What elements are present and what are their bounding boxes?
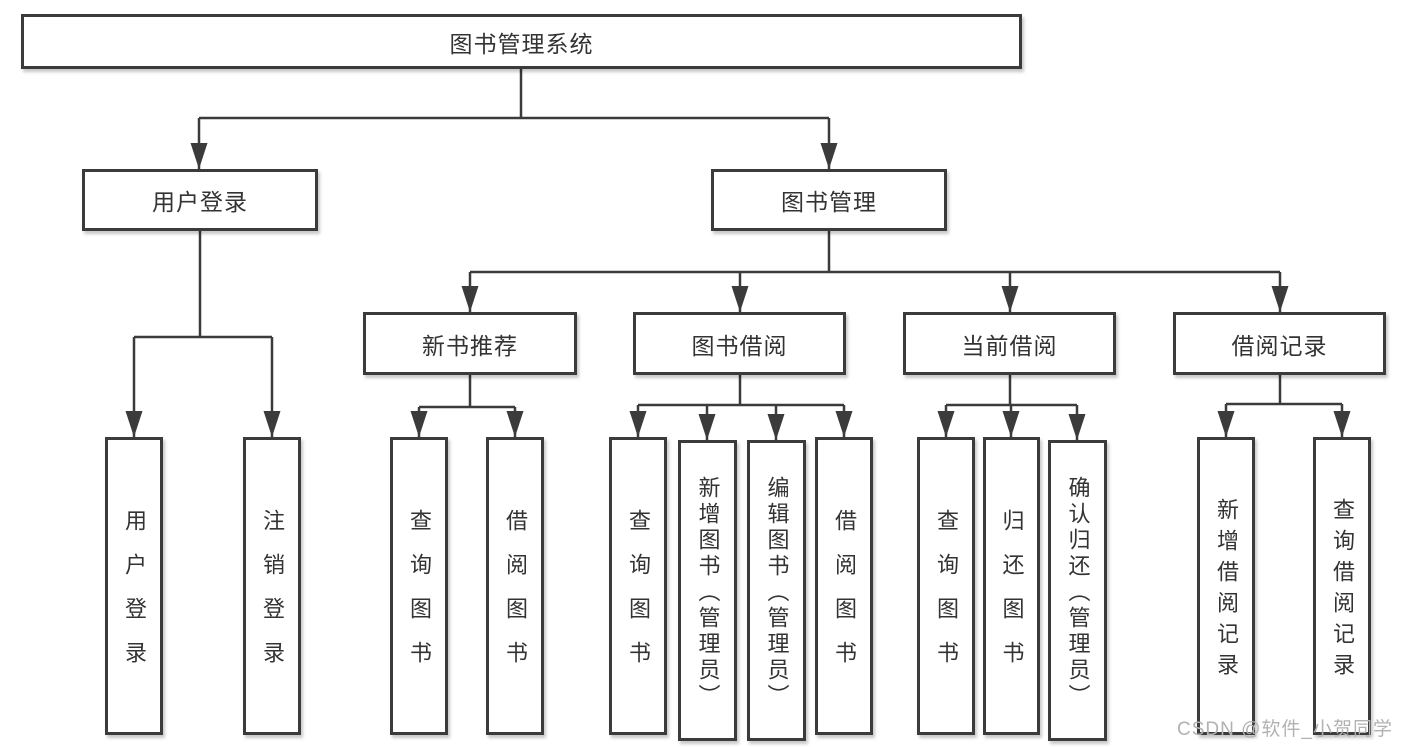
- leaf-query-books-recommend: 查询图书: [390, 437, 448, 735]
- node-user-login-label: 用户登录: [152, 189, 248, 215]
- leaf-borrow-books: 借阅图书: [815, 437, 873, 735]
- leaf-query-books-borrow-label: 查询图书: [626, 509, 651, 685]
- leaf-query-borrow-record: 查询借阅记录: [1313, 437, 1371, 735]
- node-new-book-recommend: 新书推荐: [363, 312, 577, 375]
- node-borrowing-records: 借阅记录: [1173, 312, 1386, 375]
- leaf-confirm-return-admin-label: 确认归还（管理员）: [1065, 475, 1091, 710]
- node-current-borrowing: 当前借阅: [903, 312, 1116, 375]
- leaf-borrow-books-label: 借阅图书: [832, 509, 857, 685]
- leaf-query-books-borrow: 查询图书: [609, 437, 667, 735]
- leaf-query-books-recommend-label: 查询图书: [407, 509, 432, 685]
- leaf-query-books-current: 查询图书: [917, 437, 975, 735]
- connector-book-management: [461, 231, 1289, 312]
- leaf-add-borrow-record: 新增借阅记录: [1197, 437, 1255, 735]
- leaf-add-book-admin-label: 新增图书（管理员）: [695, 475, 721, 710]
- leaf-return-books: 归还图书: [983, 437, 1040, 735]
- leaf-confirm-return-admin: 确认归还（管理员）: [1048, 440, 1107, 741]
- connector-borrowing-records: [1217, 375, 1351, 437]
- leaf-add-book-admin: 新增图书（管理员）: [678, 440, 737, 741]
- node-root-label: 图书管理系统: [449, 30, 594, 57]
- leaf-borrow-books-recommend: 借阅图书: [486, 437, 544, 735]
- connector-book-borrowing: [629, 375, 853, 440]
- node-book-borrowing-label: 图书借阅: [691, 332, 788, 359]
- leaf-edit-book-admin-label: 编辑图书（管理员）: [764, 475, 790, 710]
- leaf-add-borrow-record-label: 新增借阅记录: [1214, 497, 1239, 684]
- leaf-user-login-label: 用户登录: [122, 509, 147, 685]
- node-root: 图书管理系统: [21, 14, 1022, 69]
- node-current-borrowing-label: 当前借阅: [961, 332, 1058, 359]
- leaf-return-books-label: 归还图书: [999, 509, 1025, 685]
- connector-user-login: [125, 231, 281, 437]
- leaf-logout: 注销登录: [243, 437, 301, 735]
- leaf-query-books-current-label: 查询图书: [934, 509, 959, 685]
- node-user-login: 用户登录: [82, 169, 318, 231]
- leaf-user-login: 用户登录: [105, 437, 163, 735]
- node-book-management-label: 图书管理: [781, 189, 877, 215]
- node-borrowing-records-label: 借阅记录: [1231, 332, 1328, 359]
- leaf-borrow-books-recommend-label: 借阅图书: [503, 509, 528, 685]
- connector-root: [190, 69, 838, 169]
- leaf-edit-book-admin: 编辑图书（管理员）: [747, 440, 806, 741]
- leaf-query-borrow-record-label: 查询借阅记录: [1330, 497, 1355, 684]
- connector-new-book-recommend: [410, 375, 524, 437]
- leaf-logout-label: 注销登录: [260, 509, 285, 685]
- connector-current-borrowing: [937, 375, 1086, 440]
- node-new-book-recommend-label: 新书推荐: [422, 332, 518, 359]
- node-book-borrowing: 图书借阅: [633, 312, 846, 375]
- node-book-management: 图书管理: [711, 169, 947, 231]
